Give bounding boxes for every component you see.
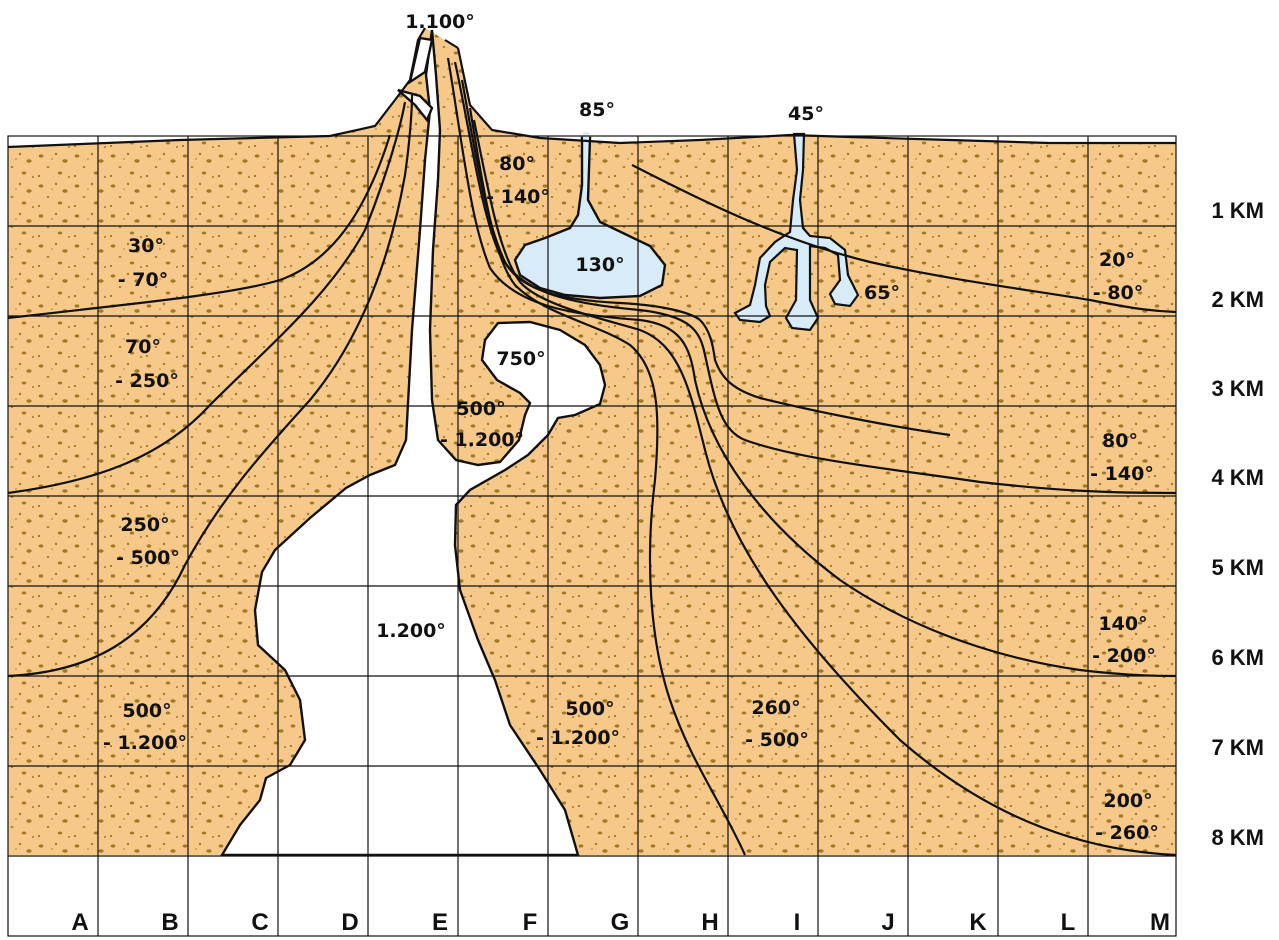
- column-label: L: [1061, 909, 1076, 936]
- water-reservoir-left: [513, 136, 667, 300]
- temp-label: 30°: [128, 235, 164, 257]
- depth-axis: 1 KM 2 KM 3 KM 4 KM 5 KM 6 KM 7 KM 8 KM: [1211, 198, 1264, 850]
- isotherm-i1: [472, 119, 1177, 857]
- temp-label: - 70°: [118, 269, 168, 291]
- temp-label: 20°: [1099, 249, 1135, 271]
- ground-surface: [7, 47, 1176, 149]
- column-label: B: [161, 909, 178, 936]
- column-label: A: [71, 909, 88, 936]
- temp-branch: 65°: [864, 282, 900, 304]
- temperature-labels: 1.100° 85° 45° 30° - 70° 70° - 250° 250°…: [103, 11, 1159, 844]
- temp-spring-right: 45°: [788, 103, 824, 125]
- column-label: K: [969, 909, 987, 936]
- temp-label: 250°: [120, 514, 169, 536]
- temp-label: 80°: [499, 153, 535, 175]
- depth-label: 2 KM: [1211, 287, 1264, 312]
- column-label: I: [794, 909, 801, 936]
- temp-label: 500°: [456, 398, 505, 420]
- temp-reservoir: 130°: [575, 254, 624, 276]
- isotherm-a1: [7, 134, 392, 320]
- column-label: J: [881, 909, 894, 936]
- spring-left: [583, 132, 589, 142]
- temp-label: 70°: [125, 336, 161, 358]
- isotherm-upper: [631, 164, 1177, 314]
- water-branches-right: [733, 132, 860, 332]
- depth-label: 8 KM: [1211, 825, 1264, 850]
- column-label: M: [1150, 909, 1170, 936]
- temp-label: - 1.200°: [440, 429, 524, 451]
- temp-chamber: 1.200°: [376, 620, 446, 642]
- column-label: C: [251, 909, 268, 936]
- temp-label: 500°: [122, 700, 171, 722]
- temp-label: - 140°: [486, 186, 550, 208]
- right-vent-wall: [444, 39, 459, 49]
- temp-label: 260°: [751, 697, 800, 719]
- temp-label: - 1.200°: [536, 727, 620, 749]
- column-label: F: [523, 909, 538, 936]
- depth-label: 3 KM: [1211, 376, 1264, 401]
- temp-label: 140°: [1098, 613, 1147, 635]
- magma-chamber: [219, 29, 607, 857]
- temp-label: 80°: [1102, 430, 1138, 452]
- column-label: G: [611, 909, 630, 936]
- temp-pocket: 750°: [496, 348, 545, 370]
- column-label: H: [701, 909, 718, 936]
- temp-vent: 1.100°: [405, 11, 475, 33]
- temp-label: - 140°: [1090, 463, 1154, 485]
- temp-label: - 260°: [1095, 822, 1159, 844]
- temp-label: - 1.200°: [103, 732, 187, 754]
- isotherm-f2: [446, 57, 1177, 678]
- column-label: E: [432, 909, 448, 936]
- depth-label: 5 KM: [1211, 555, 1264, 580]
- temp-label: 200°: [1103, 790, 1152, 812]
- depth-label: 7 KM: [1211, 735, 1264, 760]
- depth-label: 1 KM: [1211, 198, 1264, 223]
- temp-label: - 80°: [1093, 282, 1143, 304]
- temp-label: - 200°: [1092, 645, 1156, 667]
- isotherm-a3: [7, 94, 414, 678]
- isotherm-a2: [7, 101, 407, 495]
- depth-label: 4 KM: [1211, 465, 1264, 490]
- temp-spring-left: 85°: [579, 99, 615, 121]
- column-axis: A B C D E F G H I J K L M: [71, 909, 1170, 936]
- depth-label: 6 KM: [1211, 645, 1264, 670]
- isotherm-g1: [468, 107, 747, 856]
- temp-label: - 500°: [745, 729, 809, 751]
- temp-label: - 250°: [115, 370, 179, 392]
- left-vent-wall: [394, 27, 426, 101]
- grid: [7, 135, 1177, 937]
- temp-label: - 500°: [116, 547, 180, 569]
- temp-label: 500°: [565, 698, 614, 720]
- column-label: D: [341, 909, 358, 936]
